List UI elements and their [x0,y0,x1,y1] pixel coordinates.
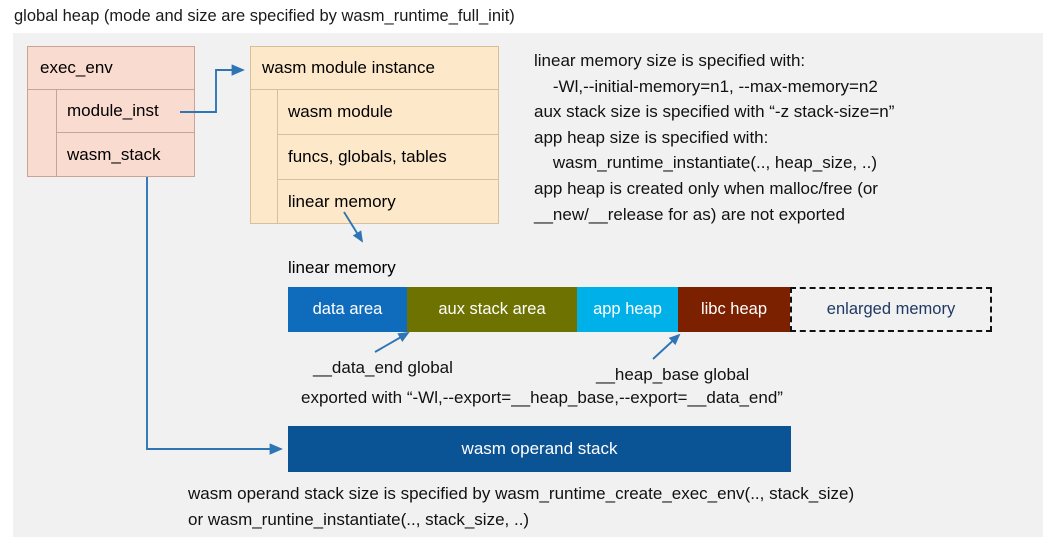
linear-memory-bar: data area aux stack area app heap libc heap… [288,287,992,332]
caption-heap-base-global: __heap_base global [596,365,750,384]
linear-memory-label: linear memory [288,258,396,277]
memory-segment-app-heap: app heap [577,287,678,332]
memory-configuration-notes: linear memory size is specified with: -W… [534,51,895,224]
wasm-operand-stack-box: wasm operand stack [288,426,791,472]
memory-segment-label: libc heap [700,300,768,318]
memory-segment-label: aux stack area [438,300,546,318]
wasm-module-instance-gutter [251,90,278,223]
module-instance-row-funcs-globals-tables: funcs, globals, tables [278,135,498,180]
caption-data-end-global: __data_end global [313,358,453,377]
exec-env-title: exec_env [28,47,194,90]
caption-exported-with: exported with “-Wl,--export=__heap_base,… [301,388,783,407]
exec-env-gutter [28,90,57,176]
wasm-module-instance-title: wasm module instance [251,47,498,90]
memory-segment-enlarged-memory: enlarged memory [790,287,992,332]
memory-segment-label: enlarged memory [826,300,956,318]
memory-segment-aux-stack-area: aux stack area [407,287,577,332]
module-instance-row-wasm-module: wasm module [278,90,498,135]
memory-segment-data-area: data area [288,287,407,332]
memory-segment-label: data area [312,300,383,318]
wasm-module-instance-box [250,46,499,224]
module-instance-row-linear-memory: linear memory [288,191,396,211]
memory-segment-libc-heap: libc heap [678,287,790,332]
exec-env-field-module-inst: module_inst [57,90,194,133]
page-title: global heap (mode and size are specified… [14,7,515,25]
exec-env-field-wasm-stack: wasm_stack [67,144,161,164]
memory-segment-label: app heap [593,300,662,318]
wasm-operand-stack-note: wasm operand stack size is specified by … [188,484,855,529]
exec-env-box [27,46,195,177]
